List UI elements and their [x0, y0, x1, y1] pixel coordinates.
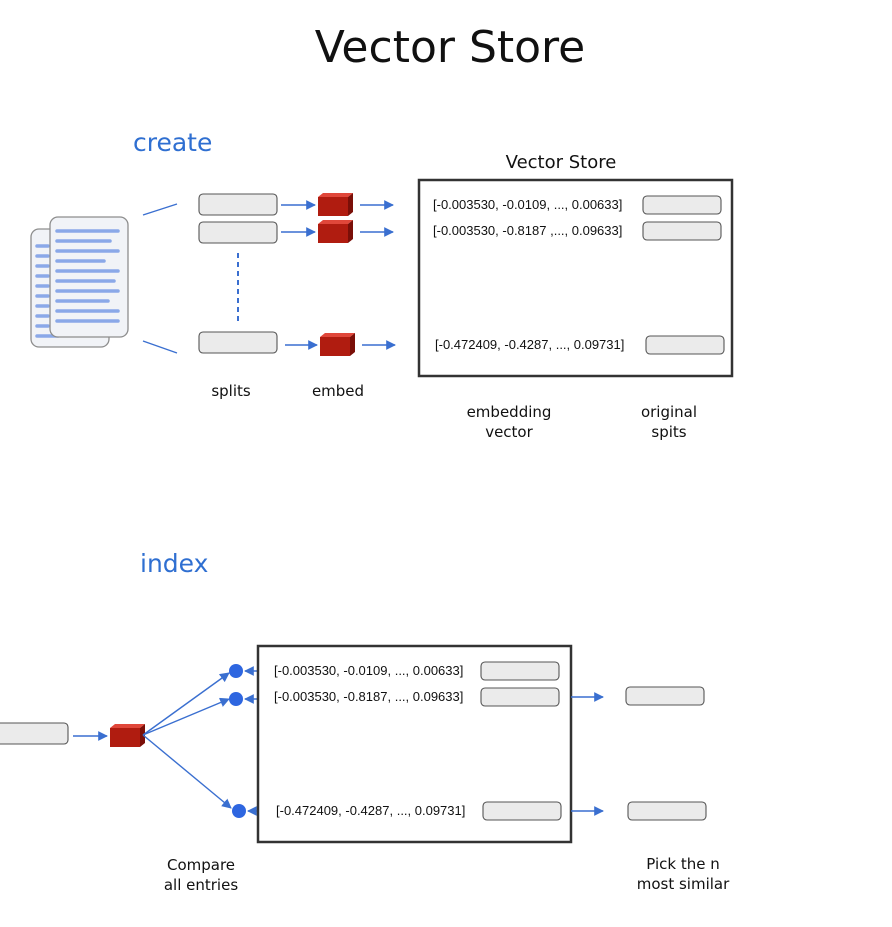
compare-line-2	[142, 697, 230, 736]
index-vector-1: [-0.003530, -0.0109, ..., 0.00633]	[274, 663, 463, 678]
embedding-cube-icon	[318, 220, 353, 243]
split-fan-line-top	[142, 203, 178, 216]
pick-label-1: Pick the n	[646, 855, 719, 873]
index-vector-3: [-0.472409, -0.4287, ..., 0.09731]	[276, 803, 465, 818]
query-box	[0, 722, 69, 745]
result-split-box-2	[627, 801, 707, 821]
create-vector-2: [-0.003530, -0.8187 ,..., 0.09633]	[433, 223, 622, 238]
document-stack-icon	[30, 216, 129, 348]
original-splits-label-1: original	[641, 403, 697, 421]
store-split-box-3	[645, 335, 725, 355]
original-splits-label-2: spits	[651, 423, 686, 441]
compare-label-2: all entries	[164, 876, 238, 894]
create-vector-3: [-0.472409, -0.4287, ..., 0.09731]	[435, 337, 624, 352]
embed-label: embed	[312, 382, 364, 400]
index-split-box-3	[482, 801, 562, 821]
result-split-box-1	[625, 686, 705, 706]
create-section-label: create	[133, 128, 212, 157]
embedding-vector-label-1: embedding	[467, 403, 552, 421]
index-section-label: index	[140, 549, 208, 578]
create-vector-1: [-0.003530, -0.0109, ..., 0.00633]	[433, 197, 622, 212]
pick-label-2: most similar	[637, 875, 730, 893]
store-split-box-2	[642, 221, 722, 241]
page-title: Vector Store	[315, 22, 586, 73]
similarity-dot-3	[232, 804, 246, 818]
similarity-dot-2	[229, 692, 243, 706]
embedding-vector-label-2: vector	[485, 423, 533, 441]
compare-line-1	[142, 672, 230, 736]
index-split-box-2	[480, 687, 560, 707]
split-box-3	[198, 331, 278, 354]
compare-label-1: Compare	[167, 856, 235, 874]
split-box-2	[198, 221, 278, 244]
splits-label: splits	[211, 382, 251, 400]
similarity-dot-1	[229, 664, 243, 678]
embedding-cube-icon	[320, 333, 355, 356]
store-split-box-1	[642, 195, 722, 215]
store-title: Vector Store	[506, 152, 617, 173]
split-box-1	[198, 193, 278, 216]
embedding-cube-icon	[318, 193, 353, 216]
split-fan-line-bottom	[142, 340, 178, 354]
index-vector-2: [-0.003530, -0.8187, ..., 0.09633]	[274, 689, 463, 704]
embedding-cube-icon	[110, 724, 145, 747]
compare-line-3	[142, 734, 232, 809]
index-split-box-1	[480, 661, 560, 681]
